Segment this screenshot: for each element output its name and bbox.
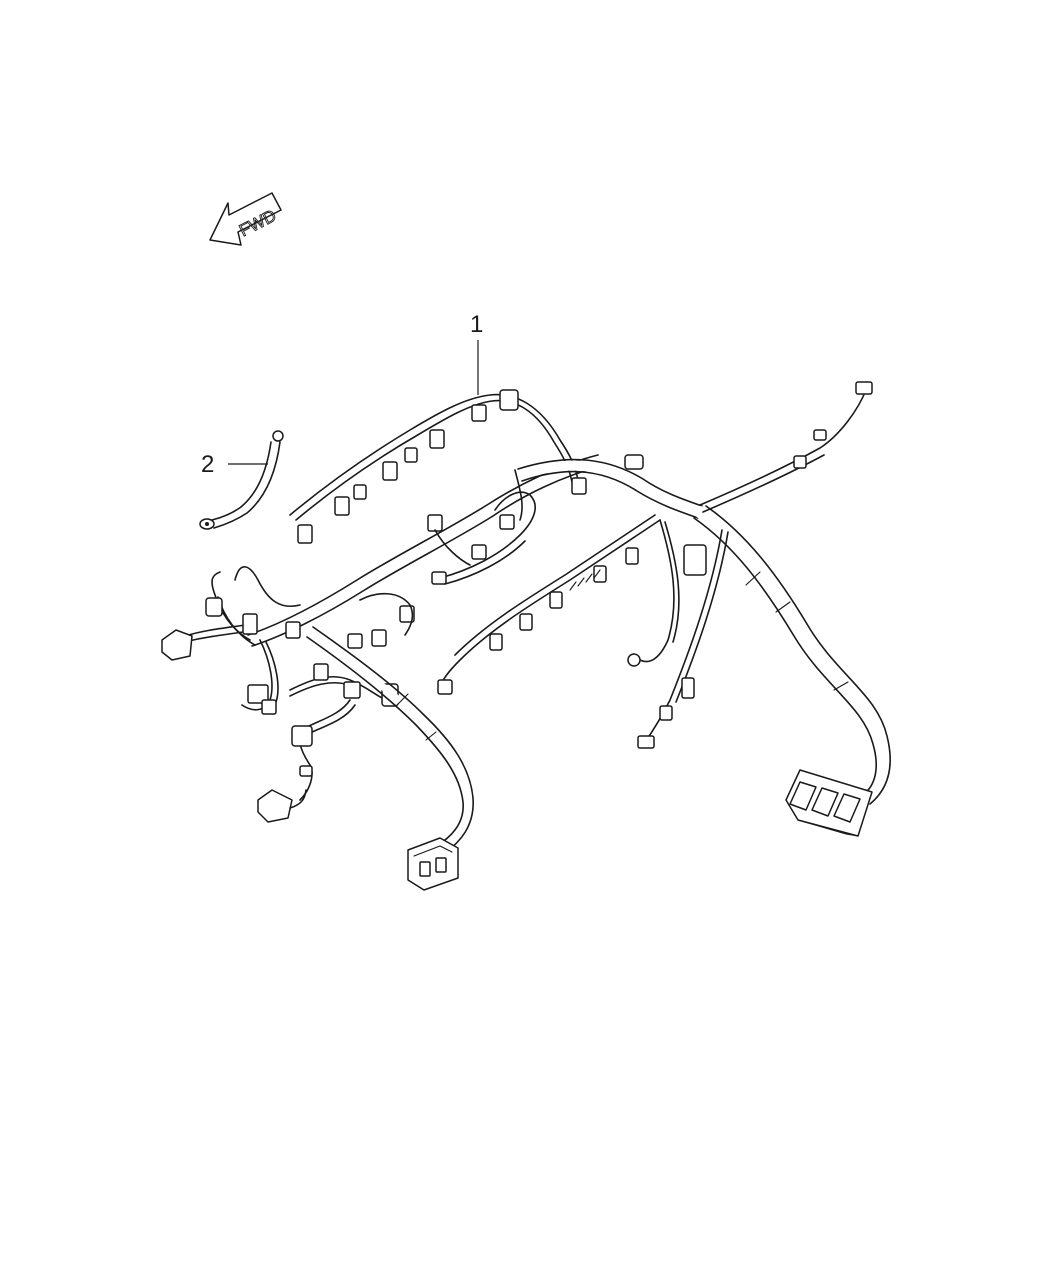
clip-connector-icon: [813, 429, 827, 441]
sensor-connector-icon: [291, 725, 313, 747]
clip-connector-icon: [793, 455, 807, 469]
ground-strap-part-2: [199, 430, 284, 530]
pcm-connector-icon: [785, 769, 873, 837]
clip-connector-icon: [371, 629, 387, 647]
forward-arrow-icon: [209, 192, 282, 246]
clip-connector-icon: [299, 765, 313, 777]
clip-connector-icon: [399, 605, 415, 623]
clip-connector-icon: [427, 514, 443, 532]
clip-connector-icon: [242, 613, 258, 635]
bracket-icon: [683, 544, 707, 576]
clip-connector-icon: [471, 544, 487, 560]
callout-number-2: 2: [201, 451, 214, 478]
clip-connector-icon: [247, 684, 269, 704]
callout-2: 2: [201, 451, 268, 478]
sensor-connector-icon: [257, 789, 293, 823]
ring-terminal-icon: [272, 430, 284, 442]
injector-connector-icon: [437, 547, 639, 695]
clip-connector-icon: [431, 571, 447, 585]
engine-wiring-harness-part-1: [161, 381, 891, 891]
ring-terminal-icon: [627, 653, 641, 667]
callout-number-1: 1: [470, 311, 483, 338]
fwd-direction-indicator: FWD: [209, 192, 282, 246]
sensor-connector-icon: [161, 629, 193, 661]
clip-connector-icon: [624, 454, 644, 470]
sensor-connector-icon: [637, 735, 655, 749]
clip-connector-icon: [571, 477, 587, 495]
clip-connector-icon: [285, 621, 301, 639]
clip-connector-icon: [205, 597, 223, 617]
bottom-harness-connector-icon: [407, 837, 459, 891]
clip-connector-icon: [313, 663, 329, 681]
clip-connector-icon: [659, 705, 673, 721]
clip-connector-icon: [261, 699, 277, 715]
callout-1: 1: [470, 311, 483, 395]
injector-connector-icon: [297, 389, 519, 544]
clip-connector-icon: [343, 681, 361, 699]
clip-connector-icon: [681, 677, 695, 699]
clip-connector-icon: [499, 514, 515, 530]
clip-connector-icon: [347, 633, 363, 649]
sensor-connector-icon: [855, 381, 873, 395]
